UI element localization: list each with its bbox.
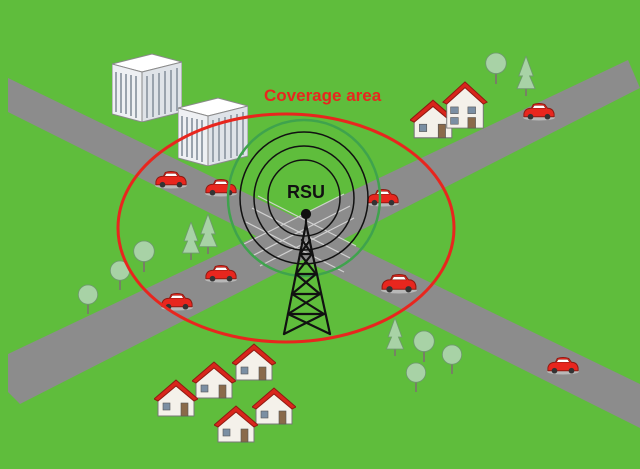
office-building-icon — [112, 53, 182, 122]
radio-tower-icon — [282, 208, 332, 336]
office-building-icon — [178, 97, 248, 166]
road-west-east — [8, 78, 640, 428]
signal-ring-outer — [226, 118, 382, 278]
roads — [8, 60, 640, 428]
coverage-boundary — [116, 112, 456, 344]
rsu-label: RSU — [287, 182, 325, 202]
road-east-west — [8, 60, 640, 404]
coverage-area-label: Coverage area — [264, 86, 382, 105]
